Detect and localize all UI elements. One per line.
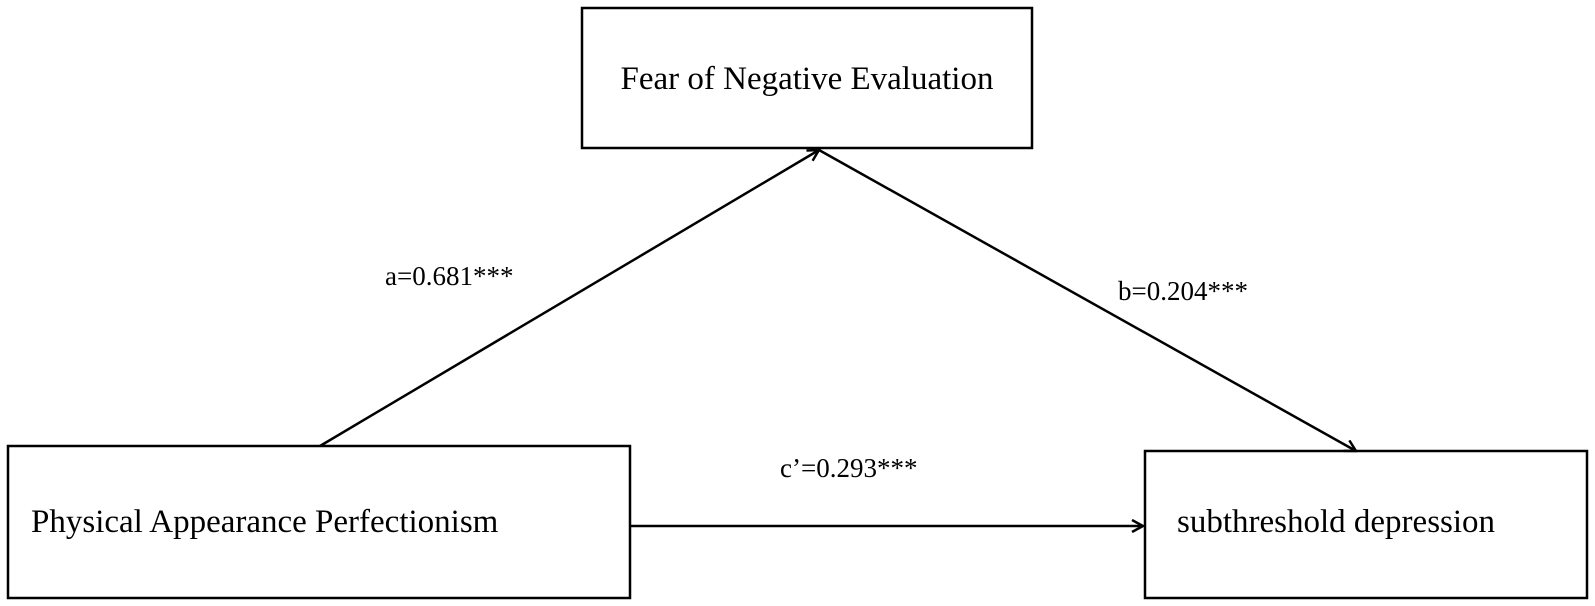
predictor-node: Physical Appearance Perfectionism [6, 444, 632, 600]
outcome-label: subthreshold depression [1177, 504, 1495, 540]
path-b-arrow [818, 148, 1356, 451]
path-a-label: a=0.681*** [385, 261, 513, 291]
path-c-prime-label: c’=0.293*** [780, 453, 917, 483]
outcome-node: subthreshold depression [1143, 449, 1589, 600]
predictor-label: Physical Appearance Perfectionism [31, 504, 499, 540]
path-b-label: b=0.204*** [1118, 276, 1248, 306]
mediator-label: Fear of Negative Evaluation [621, 61, 994, 97]
mediator-node: Fear of Negative Evaluation [580, 6, 1034, 150]
path-a-arrow [319, 150, 819, 448]
